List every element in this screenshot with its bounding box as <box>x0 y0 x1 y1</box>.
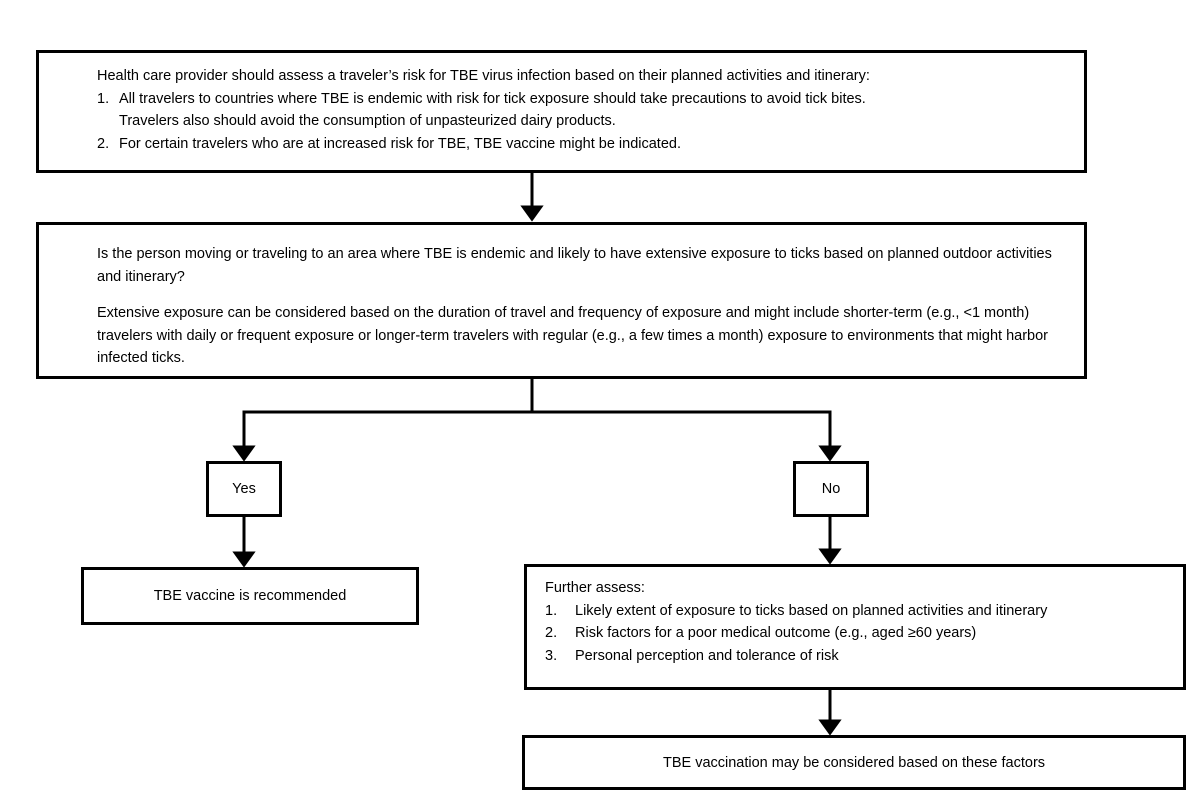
intro-item-1-number: 1. <box>97 90 110 107</box>
intro-item-1-text: All travelers to countries where TBE is … <box>119 90 866 107</box>
outcome-considered-label: TBE vaccination may be considered based … <box>662 754 1046 771</box>
further-item-2-text: Risk factors for a poor medical outcome … <box>575 625 977 642</box>
further-item-3-text: Personal perception and tolerance of ris… <box>575 647 839 664</box>
further-list-item-3: 3. Personal perception and tolerance of … <box>545 645 1173 668</box>
further-list-item-2: 2. Risk factors for a poor medical outco… <box>545 622 1173 645</box>
further-item-2-number: 2. <box>545 625 558 642</box>
further-item-1-number: 1. <box>545 602 558 619</box>
node-branch-no: No <box>793 461 869 517</box>
further-lead-text: Further assess: <box>545 580 645 596</box>
node-outcome-considered: TBE vaccination may be considered based … <box>522 735 1186 790</box>
further-list-item-1: 1. Likely extent of exposure to ticks ba… <box>545 600 1173 623</box>
node-decision-question: Is the person moving or traveling to an … <box>36 222 1087 379</box>
branch-no-label: No <box>821 481 841 497</box>
intro-lead-text: Health care provider should assess a tra… <box>97 68 870 84</box>
node-outcome-recommended: TBE vaccine is recommended <box>81 567 419 625</box>
intro-item-2-number: 2. <box>97 135 110 152</box>
intro-item-2-text: For certain travelers who are at increas… <box>119 135 681 152</box>
node-intro-assessment: Health care provider should assess a tra… <box>36 50 1087 173</box>
intro-list-item-2: 2. For certain travelers who are at incr… <box>97 133 1068 156</box>
further-item-1-text: Likely extent of exposure to ticks based… <box>575 602 1048 619</box>
further-item-3-number: 3. <box>545 647 558 664</box>
question-paragraph-2: Extensive exposure can be considered bas… <box>97 305 1053 367</box>
node-further-assess: Further assess: 1. Likely extent of expo… <box>524 564 1186 690</box>
branch-yes-label: Yes <box>232 481 256 497</box>
intro-list-item-1: 1. All travelers to countries where TBE … <box>97 88 1068 111</box>
intro-list-item-1-continuation: Travelers also should avoid the consumpt… <box>97 110 1068 133</box>
question-paragraph-1: Is the person moving or traveling to an … <box>97 246 1056 285</box>
outcome-recommended-label: TBE vaccine is recommended <box>153 588 347 604</box>
intro-item-1-continuation-text: Travelers also should avoid the consumpt… <box>119 113 616 130</box>
node-branch-yes: Yes <box>206 461 282 517</box>
question-paragraph-spacer <box>97 288 1068 302</box>
